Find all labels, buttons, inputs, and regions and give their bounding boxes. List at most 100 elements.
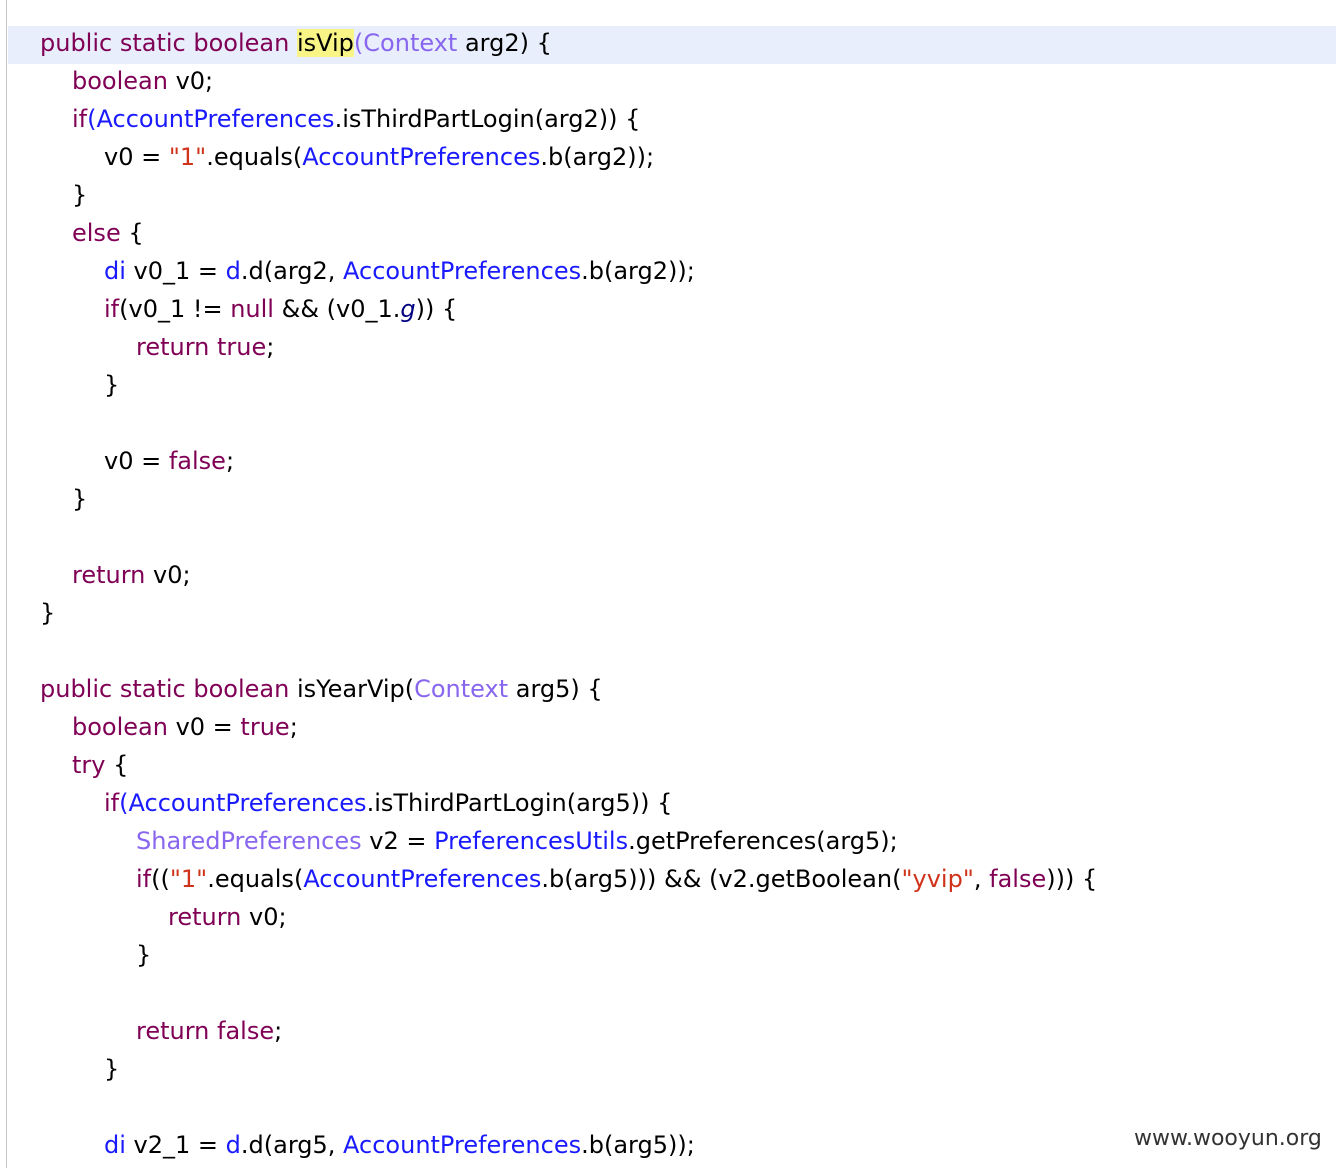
code-text: v0 = — [104, 447, 169, 475]
string-literal: "1" — [168, 143, 207, 171]
keyword: try — [72, 751, 106, 779]
keyword: if — [72, 105, 88, 133]
code-line-isyearvip-signature[interactable]: public static boolean isYearVip(Context … — [40, 670, 603, 708]
editor-gutter-border — [6, 0, 7, 1168]
code-text: .d(arg5, — [240, 1131, 344, 1159]
code-text: .equals( — [207, 865, 304, 893]
code-line[interactable]: } — [136, 941, 152, 969]
class-name[interactable]: di — [104, 257, 126, 285]
keyword: public static boolean — [40, 675, 290, 703]
code-line[interactable]: } — [72, 485, 88, 513]
code-line[interactable]: boolean v0; — [72, 62, 213, 100]
code-text: )) { — [415, 295, 458, 323]
code-text: (( — [151, 865, 170, 893]
paren: ( — [119, 789, 129, 817]
code-line[interactable]: di v2_1 = d.d(arg5, AccountPreferences.b… — [104, 1126, 695, 1164]
keyword: false — [168, 447, 226, 475]
keyword: public static boolean — [40, 29, 297, 57]
keyword: if — [104, 789, 120, 817]
code-text: ; — [225, 447, 235, 475]
code-line[interactable]: else { — [72, 214, 144, 252]
code-line[interactable]: return v0; — [168, 898, 287, 936]
code-line[interactable]: return true; — [136, 328, 274, 366]
class-name[interactable]: AccountPreferences — [302, 143, 541, 171]
code-text: && (v0_1. — [273, 295, 401, 323]
code-text: ; — [266, 333, 275, 361]
code-text: { — [105, 751, 129, 779]
code-text: .equals( — [206, 143, 303, 171]
type-name[interactable]: Context — [414, 675, 509, 703]
code-text: v0 = — [167, 713, 241, 741]
code-line[interactable]: if(AccountPreferences.isThirdPartLogin(a… — [104, 784, 672, 822]
class-name[interactable]: AccountPreferences — [128, 789, 367, 817]
code-text: v0; — [145, 561, 191, 589]
code-line[interactable]: } — [104, 371, 120, 399]
class-name[interactable]: AccountPreferences — [303, 865, 542, 893]
code-text: v2 = — [361, 827, 435, 855]
code-text: { — [120, 219, 144, 247]
keyword: boolean — [72, 713, 168, 741]
class-name[interactable]: d — [225, 1131, 241, 1159]
code-text: .getPreferences(arg5); — [628, 827, 898, 855]
code-line[interactable]: } — [104, 1055, 120, 1083]
keyword: if — [136, 865, 152, 893]
code-line[interactable]: boolean v0 = true; — [72, 708, 298, 746]
code-text: ))) { — [1046, 865, 1098, 893]
keyword: return true — [136, 333, 267, 361]
code-text: .isThirdPartLogin(arg2)) { — [334, 105, 641, 133]
watermark: www.wooyun.org — [1130, 1124, 1326, 1154]
code-line[interactable]: v0 = false; — [104, 442, 234, 480]
type-name[interactable]: SharedPreferences — [136, 827, 362, 855]
code-text: arg2) { — [457, 29, 552, 57]
current-line-highlight — [8, 26, 1336, 64]
class-name[interactable]: di — [104, 1131, 126, 1159]
keyword: return false — [136, 1017, 275, 1045]
code-text: .isThirdPartLogin(arg5)) { — [366, 789, 673, 817]
paren: ( — [87, 105, 97, 133]
code-line[interactable]: } — [72, 181, 88, 209]
code-text: (v0_1 != — [119, 295, 231, 323]
keyword: null — [230, 295, 274, 323]
code-text: .d(arg2, — [240, 257, 344, 285]
keyword: return — [168, 903, 242, 931]
method-name[interactable]: isYearVip( — [289, 675, 415, 703]
highlighted-method-name[interactable]: isVip — [296, 29, 354, 57]
class-name[interactable]: d — [225, 257, 241, 285]
code-line[interactable]: SharedPreferences v2 = PreferencesUtils.… — [136, 822, 898, 860]
paren: ( — [353, 29, 364, 57]
code-line[interactable]: if(AccountPreferences.isThirdPartLogin(a… — [72, 100, 640, 138]
code-text: .b(arg5))) && (v2.getBoolean( — [541, 865, 902, 893]
keyword: else — [72, 219, 121, 247]
code-line-isvip-signature[interactable]: public static boolean isVip(Context arg2… — [40, 24, 552, 62]
code-text: , — [973, 865, 990, 893]
string-literal: "1" — [169, 865, 208, 893]
code-text: v2_1 = — [125, 1131, 226, 1159]
code-text: ; — [274, 1017, 283, 1045]
class-name[interactable]: AccountPreferences — [96, 105, 335, 133]
keyword: true — [240, 713, 290, 741]
code-text: .b(arg5)); — [581, 1131, 695, 1159]
keyword: if — [104, 295, 120, 323]
code-line[interactable]: return false; — [136, 1012, 282, 1050]
code-line[interactable]: di v0_1 = d.d(arg2, AccountPreferences.b… — [104, 252, 695, 290]
class-name[interactable]: AccountPreferences — [343, 257, 582, 285]
code-text: v0 = — [104, 143, 169, 171]
class-name[interactable]: AccountPreferences — [343, 1131, 582, 1159]
string-literal: "yvip" — [901, 865, 974, 893]
code-text: v0; — [167, 67, 214, 95]
code-text: .b(arg2)); — [540, 143, 655, 171]
code-text: v0; — [241, 903, 287, 931]
code-line[interactable]: if(("1".equals(AccountPreferences.b(arg5… — [136, 860, 1097, 898]
code-text: arg5) { — [508, 675, 603, 703]
class-name[interactable]: PreferencesUtils — [434, 827, 629, 855]
type-name[interactable]: Context — [363, 29, 458, 57]
code-text: v0_1 = — [125, 257, 226, 285]
keyword: false — [989, 865, 1047, 893]
code-line[interactable]: try { — [72, 746, 128, 784]
code-line[interactable]: return v0; — [72, 556, 191, 594]
field-name[interactable]: g — [400, 295, 416, 323]
code-line[interactable]: } — [40, 599, 56, 627]
code-line[interactable]: v0 = "1".equals(AccountPreferences.b(arg… — [104, 138, 654, 176]
code-line[interactable]: if(v0_1 != null && (v0_1.g)) { — [104, 290, 457, 328]
